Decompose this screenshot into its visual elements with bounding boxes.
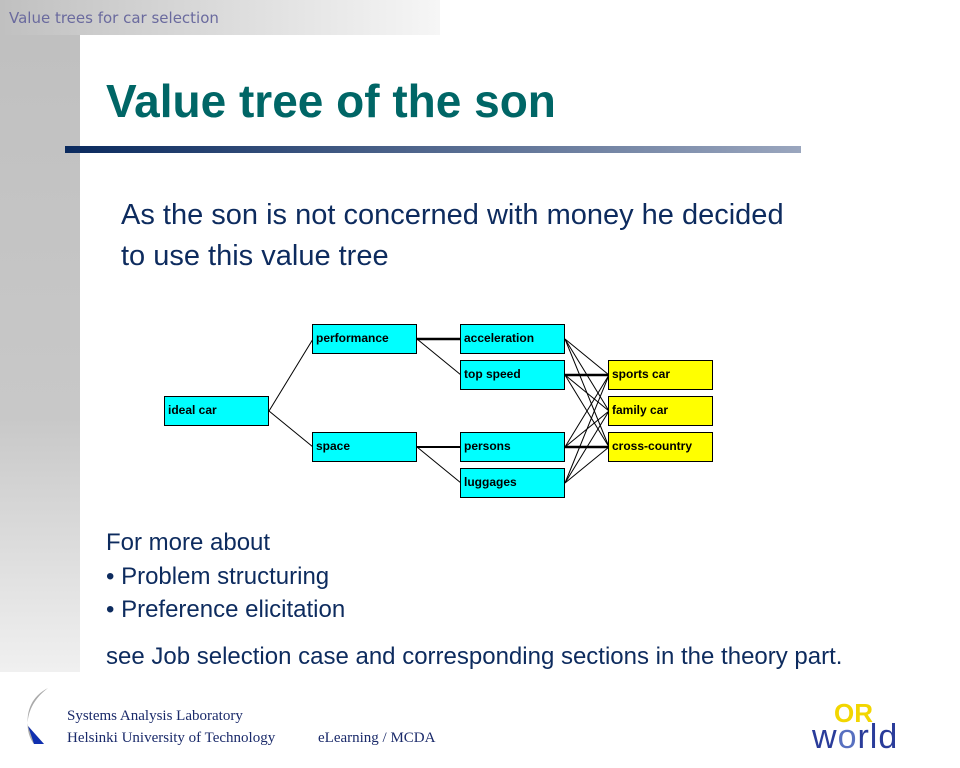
node-criterion: space — [312, 432, 417, 462]
node-attribute: top speed — [460, 360, 565, 390]
connector-line — [416, 338, 462, 376]
connector-line — [564, 374, 610, 484]
node-root: ideal car — [164, 396, 269, 426]
node-attribute: luggages — [460, 468, 565, 498]
connector-line — [564, 374, 610, 412]
connector-line — [564, 374, 610, 448]
connector-line — [564, 338, 610, 376]
node-alternative: sports car — [608, 360, 713, 390]
intro-text: As the son is not concerned with money h… — [121, 195, 784, 277]
university-name: Helsinki University of Technology — [67, 730, 276, 746]
bullet-item: • Problem structuring — [106, 563, 330, 590]
course-name: eLearning / MCDA — [318, 730, 436, 746]
title-rule — [65, 146, 801, 153]
connector-line — [564, 446, 610, 484]
side-strip — [0, 35, 80, 672]
node-alternative: family car — [608, 396, 713, 426]
node-attribute: acceleration — [460, 324, 565, 354]
node-attribute: persons — [460, 432, 565, 462]
more-lead: For more about — [106, 529, 271, 556]
connector-line — [416, 446, 462, 484]
connector-line — [564, 410, 610, 484]
university-logo-icon — [27, 688, 48, 744]
intro-line: to use this value tree — [121, 240, 389, 272]
node-criterion: performance — [312, 324, 417, 354]
lab-name: Systems Analysis Laboratory — [67, 708, 243, 724]
section-header: Value trees for car selection — [0, 0, 440, 35]
slide-title: Value tree of the son — [106, 75, 556, 127]
see-also-text: see Job selection case and corresponding… — [106, 643, 843, 670]
section-title: Value trees for car selection — [9, 9, 219, 27]
intro-line: As the son is not concerned with money h… — [121, 199, 784, 231]
connector-line — [268, 338, 314, 412]
connector-line — [268, 410, 314, 448]
bullet-item: • Preference elicitation — [106, 596, 346, 623]
orworld-logo: OR world — [812, 698, 899, 756]
node-alternative: cross-country — [608, 432, 713, 462]
